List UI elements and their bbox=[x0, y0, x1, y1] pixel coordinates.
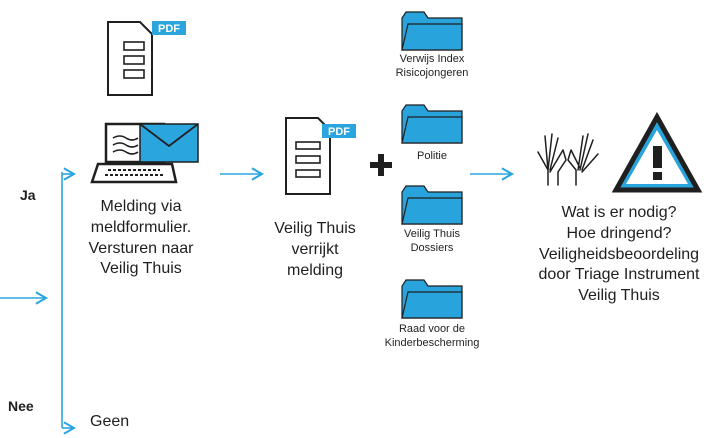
pdf-badge-1: PDF bbox=[158, 23, 180, 35]
pdf-document-icon: PDF bbox=[285, 117, 356, 195]
step-enrich: Veilig Thuis verrijkt melding bbox=[274, 220, 356, 279]
no-outcome-label: Geen bbox=[90, 413, 130, 430]
yes-label: Ja bbox=[20, 187, 36, 203]
pdf-badge-2: PDF bbox=[328, 126, 350, 138]
folder-icon bbox=[401, 104, 463, 144]
step-assessment: Wat is er nodig? Hoe dringend? Veilighei… bbox=[538, 204, 700, 305]
folder-icon bbox=[401, 279, 463, 319]
warning-triangle-icon bbox=[611, 111, 703, 193]
raised-hands-icon bbox=[537, 133, 599, 186]
source-label-1: Verwijs Index Risicojongeren bbox=[395, 53, 469, 80]
laptop-mail-icon bbox=[90, 122, 199, 184]
plus-icon bbox=[370, 154, 392, 176]
folder-icon bbox=[401, 185, 463, 225]
pdf-document-icon: PDF bbox=[107, 21, 186, 96]
source-label-4: Raad voor de Kinderbescherming bbox=[384, 323, 480, 350]
folder-icon bbox=[401, 11, 463, 51]
source-label-2: Politie bbox=[417, 150, 447, 162]
step-report-form: Melding via meldformulier. Versturen naa… bbox=[88, 198, 194, 278]
no-label: Nee bbox=[8, 398, 34, 414]
source-label-3: Veilig Thuis Dossiers bbox=[403, 228, 461, 255]
